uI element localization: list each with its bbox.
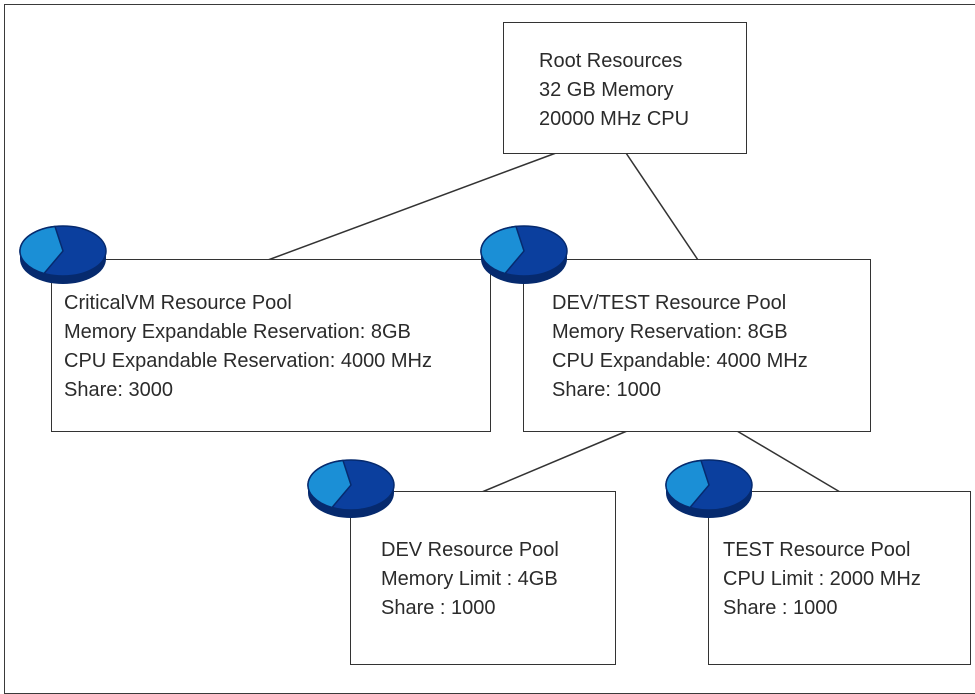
test-title: TEST Resource Pool	[723, 539, 911, 561]
pie-chart-icon	[19, 225, 107, 284]
criticalvm-share: Share: 3000	[64, 379, 173, 401]
dev-title: DEV Resource Pool	[381, 539, 559, 561]
criticalvm-pool-node: CriticalVM Resource Pool Memory Expandab…	[51, 259, 491, 432]
criticalvm-memory: Memory Expandable Reservation: 8GB	[64, 321, 411, 343]
connector-lines	[267, 152, 841, 493]
dev-pool-node: DEV Resource Pool Memory Limit : 4GB Sha…	[350, 491, 616, 665]
devtest-memory: Memory Reservation: 8GB	[552, 321, 788, 343]
devtest-cpu: CPU Expandable: 4000 MHz	[552, 350, 808, 372]
pie-chart-icon	[307, 459, 395, 518]
root-memory: 32 GB Memory	[539, 79, 674, 101]
connector-root-critical	[267, 152, 557, 261]
root-cpu: 20000 MHz CPU	[539, 108, 690, 130]
test-pool-node: TEST Resource Pool CPU Limit : 2000 MHz …	[708, 491, 971, 665]
pie-chart-icon	[480, 225, 568, 284]
criticalvm-title: CriticalVM Resource Pool	[64, 292, 292, 314]
criticalvm-cpu: CPU Expandable Reservation: 4000 MHz	[64, 350, 432, 372]
test-cpu: CPU Limit : 2000 MHz	[723, 568, 921, 590]
root-resources-node: Root Resources 32 GB Memory 20000 MHz CP…	[503, 22, 747, 154]
dev-share: Share : 1000	[381, 597, 496, 619]
devtest-title: DEV/TEST Resource Pool	[552, 292, 787, 314]
test-share: Share : 1000	[723, 597, 838, 619]
pie-chart-icon	[665, 459, 753, 518]
dev-memory: Memory Limit : 4GB	[381, 568, 558, 590]
devtest-pool-node: DEV/TEST Resource Pool Memory Reservatio…	[523, 259, 871, 432]
connector-devtest-dev	[481, 430, 628, 493]
connector-root-devtest	[625, 152, 699, 261]
connector-devtest-test	[736, 430, 841, 493]
root-title: Root Resources	[539, 50, 683, 72]
devtest-share: Share: 1000	[552, 379, 661, 401]
